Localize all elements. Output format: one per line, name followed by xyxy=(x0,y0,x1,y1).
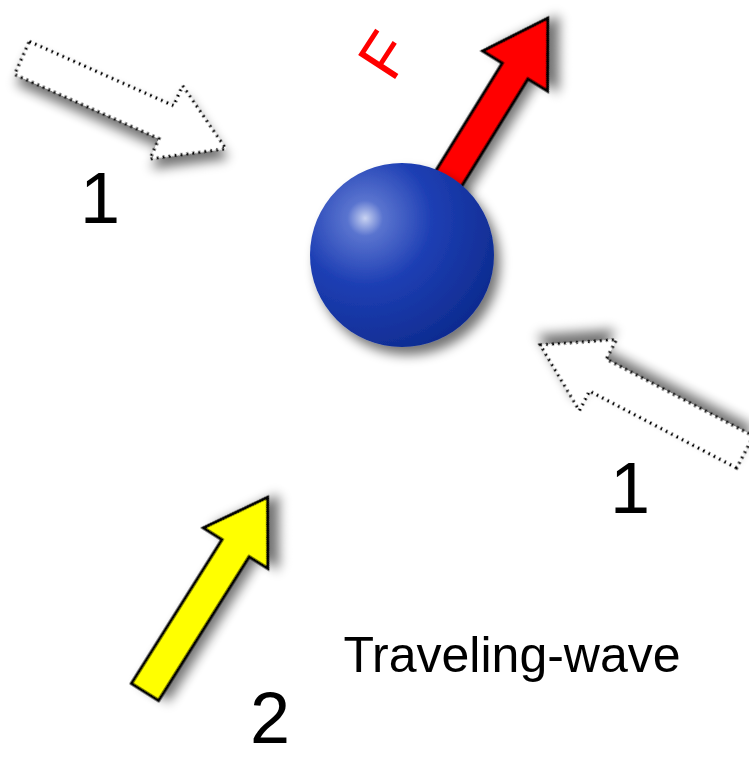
force-label: F xyxy=(348,21,423,89)
wave-label: Traveling-wave xyxy=(343,630,680,680)
traveling-wave-arrow xyxy=(113,477,300,712)
callout-number: 1 xyxy=(610,452,650,524)
particle-sphere xyxy=(310,163,494,347)
incident-beam-arrow xyxy=(6,21,242,185)
callout-number: 2 xyxy=(250,682,290,754)
callout-number: 1 xyxy=(80,162,120,234)
